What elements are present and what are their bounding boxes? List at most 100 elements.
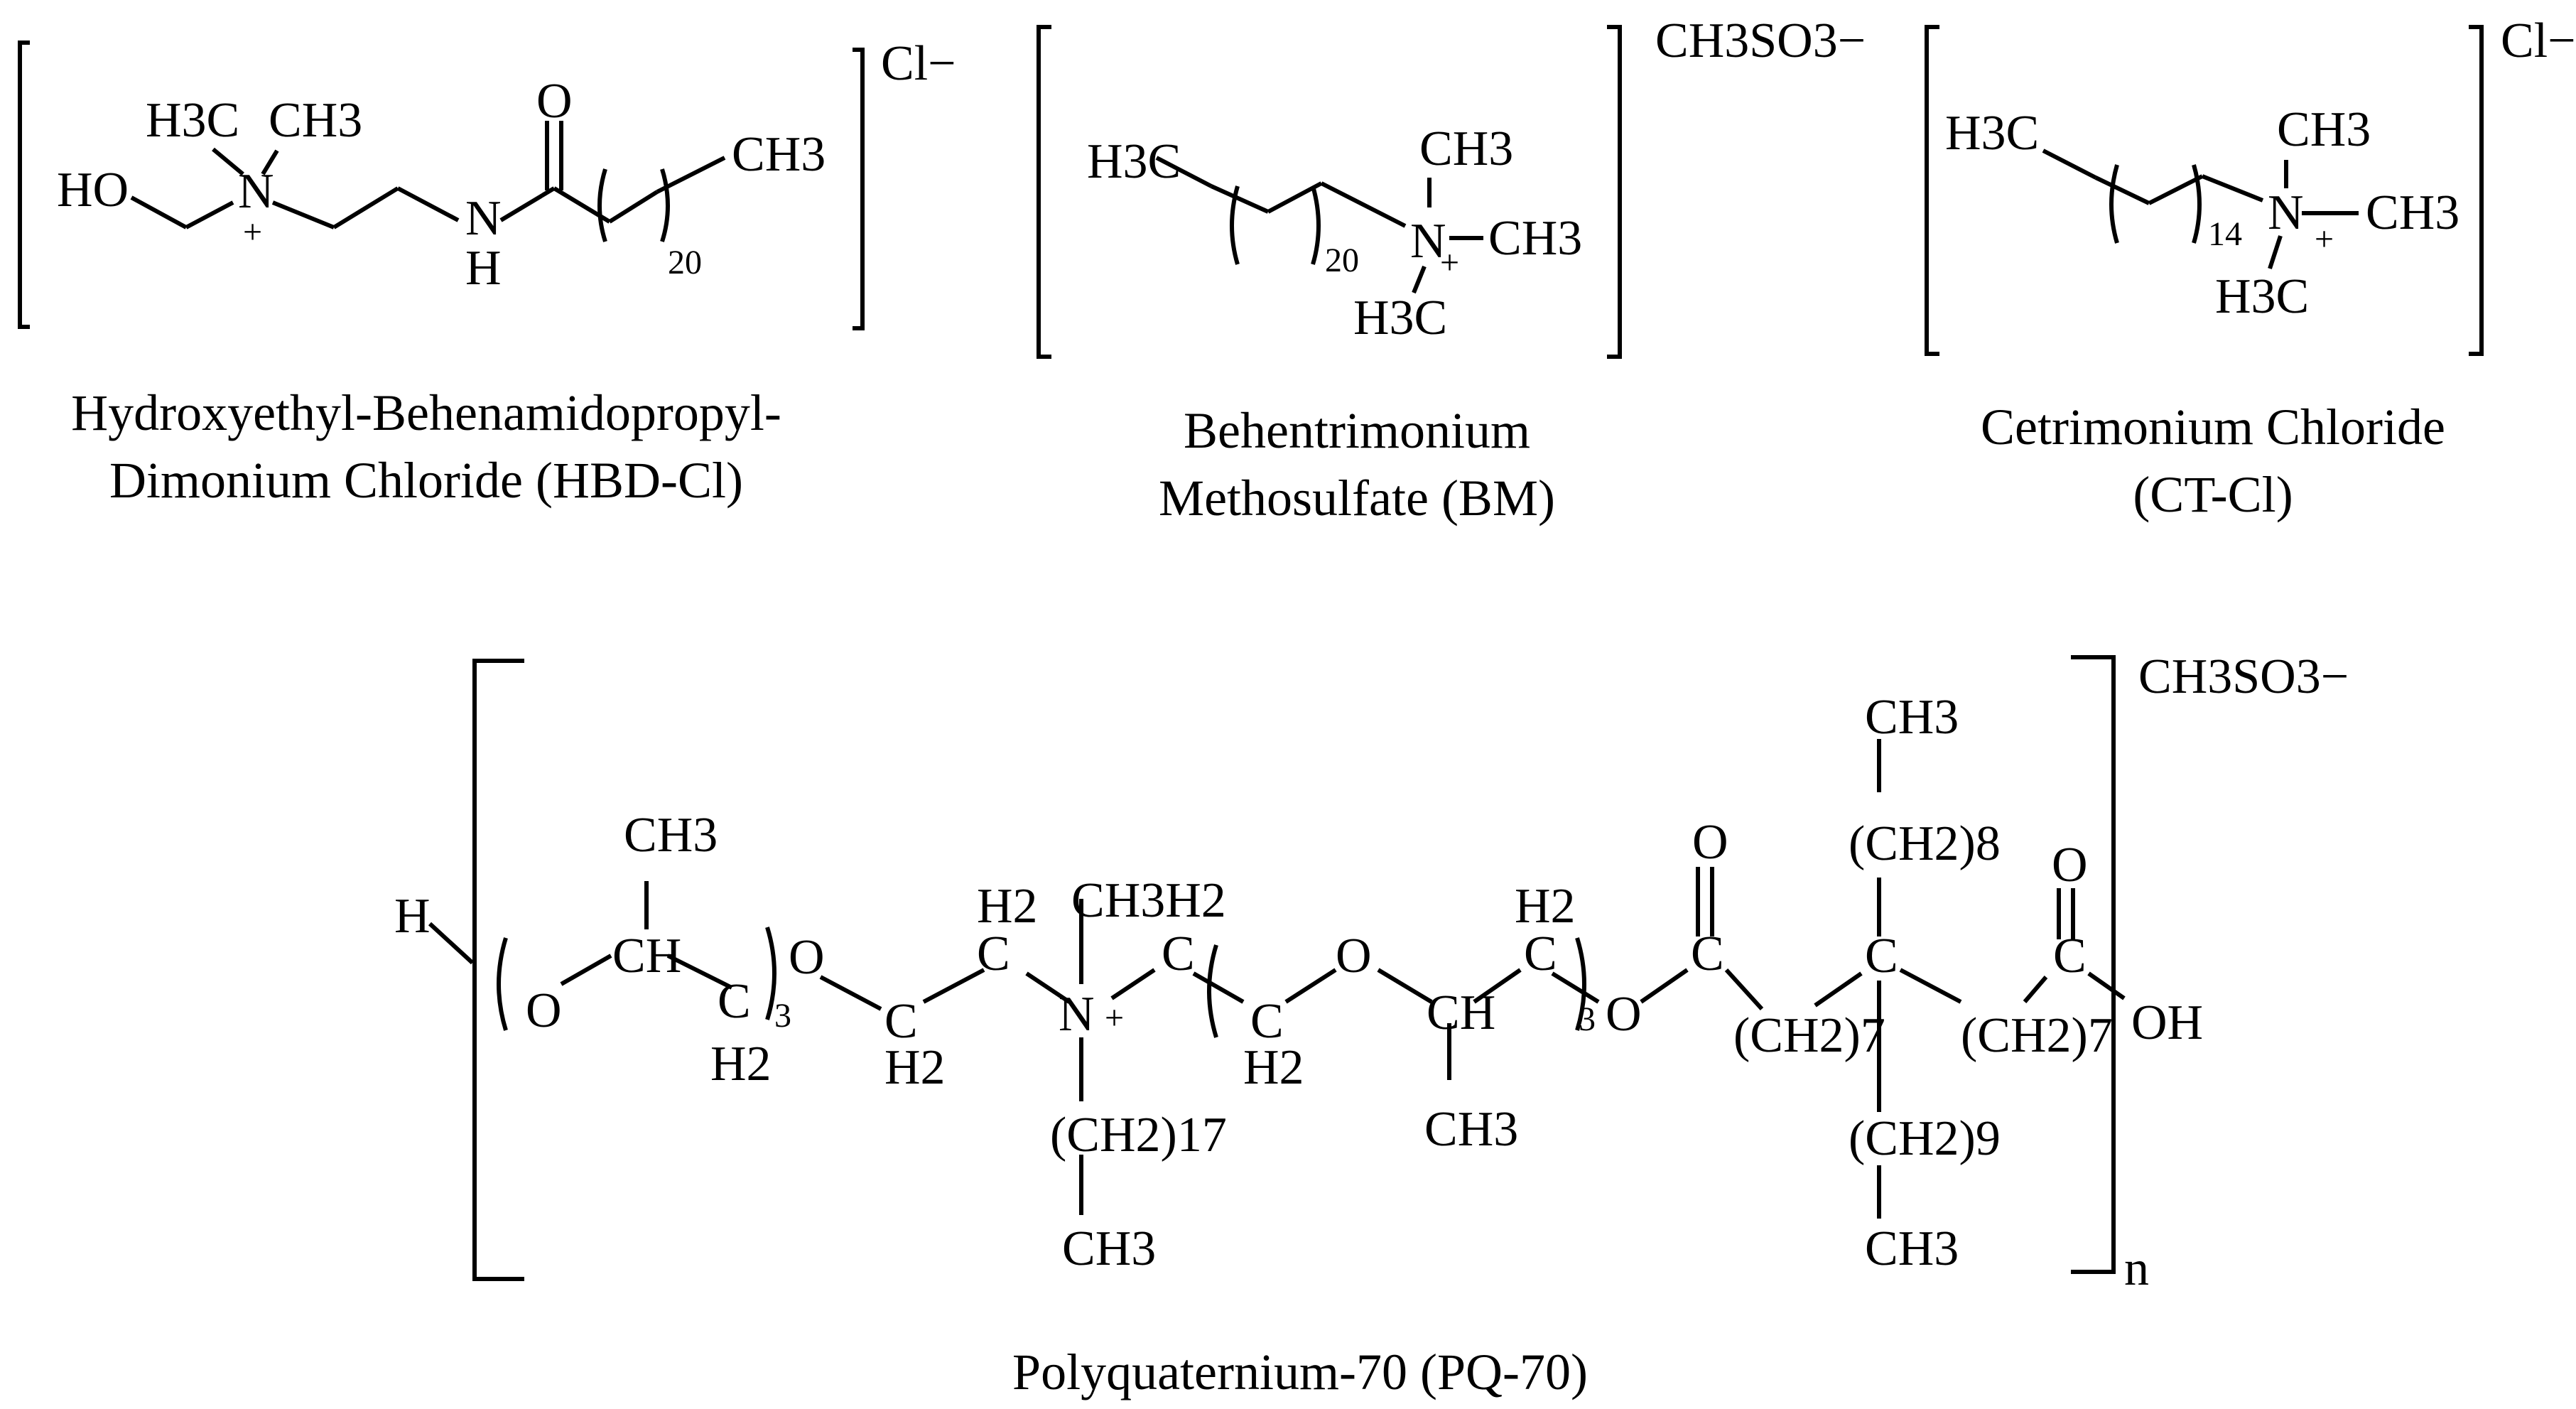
- atom-h2: H2: [884, 1040, 946, 1095]
- atom-n: N: [2268, 185, 2304, 240]
- caption-line-1: Behentrimonium: [1184, 402, 1530, 459]
- bond: [1724, 968, 1764, 1011]
- caption-line-1: Cetrimonium Chloride: [1981, 399, 2445, 455]
- bond: [1192, 971, 1245, 1004]
- atom-ch3: CH3: [1424, 1102, 1518, 1157]
- repeat-paren-right: [2192, 164, 2202, 244]
- bond: [428, 922, 475, 965]
- molecule-hbd-cl: H3C CH3 HO N + O N H CH3 20 Cl− Hydroxye…: [18, 36, 956, 509]
- bond: [1284, 968, 1337, 1004]
- atom-h3c: H3C: [1087, 134, 1181, 189]
- atom-ch3-end: CH3: [732, 127, 826, 182]
- chain-ch2-8: (CH2)8: [1849, 816, 2001, 871]
- bond: [261, 149, 279, 176]
- atom-ch3: CH3: [269, 93, 362, 148]
- atom-c: C: [718, 974, 751, 1029]
- atom-h: H: [394, 889, 431, 944]
- repeat-paren-right: [1311, 185, 1321, 265]
- bond: [1320, 181, 1407, 228]
- counterion: CH3SO3−: [2138, 649, 2349, 704]
- bond: [1025, 971, 1071, 1004]
- repeat-paren-left: [597, 168, 607, 242]
- repeat-n: n: [2124, 1241, 2149, 1296]
- chain-ch2-17: (CH2)17: [1050, 1108, 1227, 1162]
- atom-c: C: [1524, 927, 1557, 981]
- atom-o: O: [1692, 815, 1728, 870]
- atom-oh: OH: [2131, 995, 2203, 1050]
- bond: [608, 190, 659, 224]
- atom-n: N: [238, 164, 274, 219]
- caption-line-2: Methosulfate (BM): [1159, 470, 1555, 527]
- counterion: Cl−: [881, 36, 956, 91]
- bond: [332, 186, 399, 230]
- molecule-bm: H3C 20 N + CH3 CH3 H3C CH3SO3− Behentrim…: [1037, 14, 1866, 527]
- repeat-count: 3: [1579, 1000, 1596, 1038]
- repeat-count: 14: [2208, 215, 2242, 253]
- charge-plus: +: [243, 213, 262, 251]
- atom-ch3-right: CH3: [2366, 185, 2459, 240]
- counterion: Cl−: [2501, 14, 2576, 68]
- atom-o: O: [789, 930, 825, 985]
- bond: [1899, 968, 1962, 1004]
- left-bracket: [1925, 25, 1939, 356]
- atom-n: N: [1410, 214, 1446, 269]
- caption-line-1: Hydroxyethyl-Behenamidopropyl-: [71, 384, 781, 441]
- atom-ch3-top: CH3: [1419, 122, 1513, 176]
- repeat-paren-right: [660, 168, 670, 242]
- bond: [819, 975, 882, 1011]
- atom-c: C: [1691, 927, 1724, 981]
- caption-line-2: (CT-Cl): [2133, 466, 2293, 523]
- bond: [1814, 971, 1863, 1008]
- bond: [1110, 968, 1156, 1000]
- atom-o: O: [2052, 838, 2088, 892]
- atom-h3c-bottom: H3C: [2215, 269, 2309, 324]
- bond: [1155, 156, 1213, 188]
- atom-nh-n: N: [465, 191, 502, 246]
- atom-ch: CH: [1427, 986, 1495, 1040]
- right-bracket: [2469, 25, 2484, 356]
- atom-h2: H2: [710, 1037, 772, 1091]
- repeat-paren-left: [497, 937, 508, 1031]
- repeat-paren-left: [1230, 185, 1240, 265]
- bond: [212, 147, 244, 176]
- right-bracket: [853, 48, 865, 330]
- bond: [1377, 968, 1433, 1004]
- repeat-paren-right: [1575, 937, 1586, 1031]
- atom-c: C: [884, 994, 918, 1049]
- atom-ch3-right: CH3: [1488, 211, 1582, 266]
- bond: [2094, 176, 2150, 205]
- atom-o: O: [1336, 929, 1372, 983]
- left-bracket: [472, 659, 524, 1281]
- right-bracket: [1607, 25, 1622, 359]
- bond: [1551, 971, 1600, 1004]
- atom-nh-h: H: [465, 241, 502, 296]
- atom-ho: HO: [57, 163, 129, 217]
- atom-o: O: [536, 74, 573, 129]
- repeat-count: 20: [668, 244, 702, 281]
- bond: [2148, 174, 2204, 205]
- atom-ch: CH: [612, 929, 681, 983]
- bond: [2268, 235, 2283, 269]
- repeat-paren-right: [765, 927, 776, 1020]
- right-bracket: [2071, 655, 2116, 1274]
- repeat-count: 3: [774, 997, 791, 1035]
- atom-h2: H2: [977, 879, 1038, 934]
- charge-plus: +: [1105, 999, 1124, 1037]
- atom-ch3: CH3: [1865, 690, 1959, 745]
- bond: [2201, 174, 2264, 203]
- atom-c: C: [1162, 927, 1195, 981]
- atom-ch3-top: CH3: [2277, 102, 2371, 157]
- bond: [560, 954, 612, 986]
- atom-c: C: [2053, 929, 2087, 983]
- caption-line-2: Dimonium Chloride (HBD-Cl): [109, 452, 743, 509]
- atom-n: N: [1059, 987, 1095, 1042]
- counterion: CH3SO3−: [1655, 14, 1866, 68]
- bond: [2023, 976, 2048, 1003]
- bond: [2042, 149, 2097, 180]
- atom-o: O: [526, 983, 562, 1038]
- molecule-pq-70: H O CH CH3 C H2 3 O C H2 C H2 N + CH3H2 …: [394, 649, 2349, 1400]
- bond: [1412, 265, 1427, 294]
- left-bracket: [18, 41, 30, 329]
- bond: [271, 200, 335, 230]
